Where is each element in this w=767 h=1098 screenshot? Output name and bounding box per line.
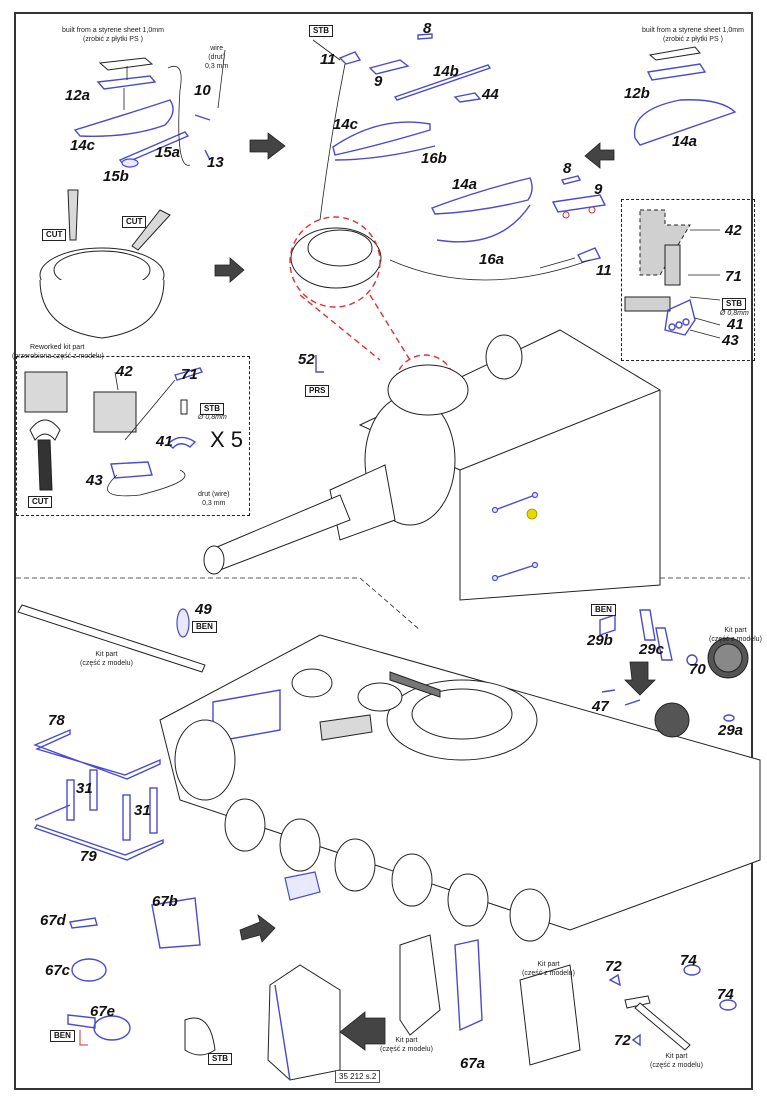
sheet-frame: [14, 12, 753, 1090]
arrow-icon: [339, 1011, 386, 1051]
page-number: 35 212 s.2: [335, 1070, 381, 1083]
part-label: 72: [605, 958, 622, 975]
part-label: 31: [134, 802, 151, 819]
part-label: 71: [725, 268, 742, 285]
stowage-box-left-assembly: [73, 49, 226, 168]
stb-diameter: Ø 0,8mm: [198, 414, 227, 421]
part-label: 14a: [672, 133, 698, 150]
ben-tag: BEN: [591, 604, 616, 616]
drut-wire-note: drut (wire)0,3 mm: [198, 491, 230, 507]
stb-tag: STB: [200, 403, 224, 415]
arrow-icon: [624, 661, 656, 696]
ben-tag: BEN: [192, 621, 217, 633]
part-label: 67d: [40, 912, 66, 929]
part-label: 14a: [452, 176, 478, 193]
part-label: 14c: [70, 137, 96, 154]
kit-part-note: Kit part(część z modelu): [380, 1037, 433, 1053]
part-label: 11: [320, 51, 336, 68]
part-label: 16a: [479, 251, 505, 268]
stowage-box-upper-assembly: [389, 175, 607, 281]
ben-tag: BEN: [50, 1030, 75, 1042]
part-label: 12b: [624, 85, 650, 102]
rack-frame-assembly: [33, 728, 164, 861]
part-label: 41: [727, 316, 744, 333]
styrene-note-left: built from a styrene sheet 1,0mm(zrobić …: [62, 27, 164, 43]
part-label: 43: [722, 332, 739, 349]
part-label: 29a: [718, 722, 744, 739]
cut-tag: CUT: [122, 216, 147, 228]
part-label: 67e: [90, 1003, 116, 1020]
kit-part-note: Kit part(część z modelu): [80, 651, 133, 667]
side-detail-diagram: [624, 209, 721, 339]
arrow-icon: [239, 913, 276, 943]
gun-cleaning-rod-assembly: [17, 604, 206, 673]
part-label: 10: [194, 82, 211, 99]
reworked-part-box: [16, 356, 250, 516]
part-label: 67c: [45, 962, 71, 979]
headlight-assembly: [599, 609, 749, 738]
part-label: 79: [80, 848, 97, 865]
part-label: 70: [689, 661, 706, 678]
part-label: 15a: [155, 144, 181, 161]
wire-note: wire(drut)0,3 mm: [205, 45, 229, 70]
part-label: 78: [48, 712, 65, 729]
prs-tag: PRS: [305, 385, 330, 397]
part-label: 15b: [103, 168, 129, 185]
part-label: 74: [717, 986, 734, 1003]
section-separator: [16, 577, 750, 631]
road-wheels: [224, 798, 551, 942]
tow-bar-assembly: [608, 964, 737, 1051]
kit-part-note: Kit part(część z modelu): [709, 627, 762, 643]
part-label: 14c: [333, 116, 359, 133]
part-label: 72: [614, 1032, 631, 1049]
part-label: 42: [116, 363, 133, 380]
kit-part-note: Kit part(część z modelu): [522, 961, 575, 977]
stb-tag: STB: [722, 298, 746, 310]
quantity-multiplier: X 5: [210, 427, 244, 452]
arrow-icon: [214, 257, 245, 283]
cupola-highlight: [289, 216, 456, 416]
cupola-cut-detail: [39, 189, 171, 339]
styrene-note-right: built from a styrene sheet 1,0mm(zrobić …: [642, 27, 744, 43]
hull: [159, 634, 761, 942]
part-label: 12a: [65, 87, 91, 104]
kit-part-note: Kit part(część z modelu): [650, 1053, 703, 1069]
part-label: 9: [374, 73, 383, 90]
cut-tag: CUT: [28, 496, 53, 508]
arrow-icon: [249, 132, 286, 160]
part-label: 67b: [152, 893, 178, 910]
stb-tag: STB: [309, 25, 333, 37]
part-label: 41: [156, 433, 173, 450]
stowage-box-center-assembly: [312, 33, 492, 221]
part-label: 8: [423, 20, 432, 37]
part-label: 11: [596, 262, 612, 279]
stowage-box-right-assembly: [633, 46, 737, 146]
turret: [203, 329, 661, 601]
part-label: 14b: [433, 63, 459, 80]
part-label: 8: [563, 160, 572, 177]
part-label: 13: [207, 154, 224, 171]
stb-diameter: Ø 0,8mm: [720, 310, 749, 317]
part-label: 42: [725, 222, 742, 239]
part-label: 43: [86, 472, 103, 489]
part-label: 9: [594, 181, 603, 198]
part-label: 29b: [587, 632, 613, 649]
part-label: 16b: [421, 150, 447, 167]
side-detail-box: [621, 199, 755, 361]
arrow-icon: [584, 142, 615, 169]
stb-tag: STB: [208, 1053, 232, 1065]
part-label: 49: [195, 601, 212, 618]
part-label: 44: [482, 86, 499, 103]
part-label: 67a: [460, 1055, 486, 1072]
part-label: 74: [680, 952, 697, 969]
part-label: 29c: [639, 641, 665, 658]
part-label: 31: [76, 780, 93, 797]
cut-tag: CUT: [42, 229, 67, 241]
part-label: 71: [181, 366, 198, 383]
fuel-tank-assembly: [67, 871, 581, 1081]
part-label: 47: [592, 698, 609, 715]
part-label: 52: [298, 351, 315, 368]
